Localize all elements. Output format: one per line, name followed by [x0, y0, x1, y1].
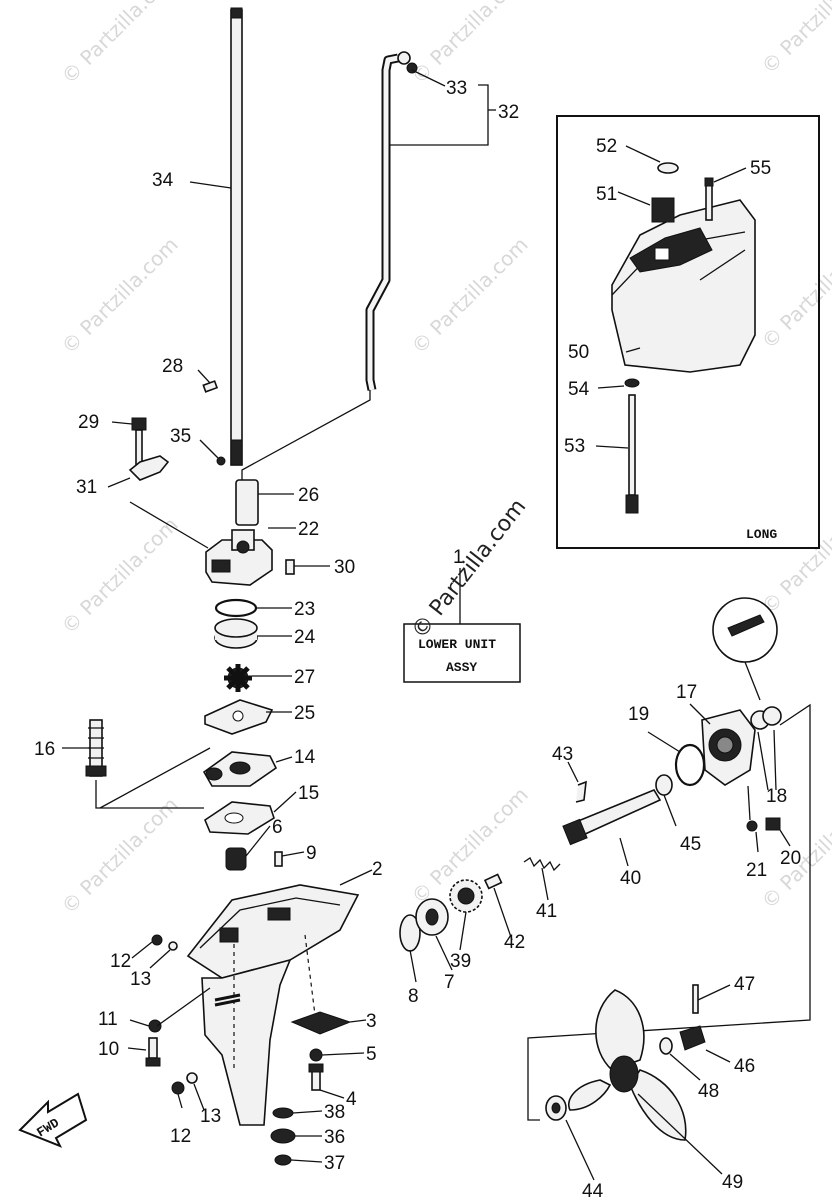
part-number: 46 [734, 1056, 755, 1077]
part-number: 43 [552, 744, 573, 765]
assembly-line1: LOWER UNIT [418, 637, 496, 652]
part-number: 55 [750, 158, 771, 179]
watermark: © Partzilla.com [57, 792, 183, 918]
watermark: © Partzilla.com [57, 0, 183, 89]
part-number: 27 [294, 667, 315, 688]
part-number: 3 [366, 1011, 377, 1032]
assembly-label: LOWER UNIT ASSY 1 © Partzilla.com [403, 495, 531, 683]
part-number: 17 [676, 682, 697, 703]
part-number: 30 [334, 557, 355, 578]
part-number: 29 [78, 412, 99, 433]
part-number: 31 [76, 477, 97, 498]
part-number: 40 [620, 868, 641, 889]
part-number: 54 [568, 379, 590, 400]
part-number: 33 [446, 78, 467, 99]
watermark: © Partzilla.com [407, 495, 531, 644]
long-shaft-inset [556, 115, 820, 549]
assembly-line2: ASSY [446, 660, 477, 675]
inset-label: LONG [746, 527, 777, 542]
watermark: © Partzilla.com [757, 227, 832, 353]
part-number: 12 [170, 1126, 191, 1147]
bearing-housing [701, 709, 756, 786]
watermark: © Partzilla.com [757, 0, 832, 79]
part-number: 49 [722, 1172, 743, 1193]
propeller [568, 989, 687, 1141]
part-number: 8 [408, 986, 419, 1007]
part-number: 50 [568, 342, 589, 363]
part-number: 20 [780, 848, 801, 869]
lower-casing [186, 884, 360, 1126]
watermark: © Partzilla.com [757, 492, 832, 618]
watermark: © Partzilla.com [407, 232, 533, 358]
part-number: 24 [294, 627, 316, 648]
part-number: 11 [98, 1009, 118, 1030]
fwd-arrow: FWD [18, 1092, 88, 1148]
part-number: 53 [564, 436, 585, 457]
part-number: 36 [324, 1127, 345, 1148]
leader-lines [62, 145, 791, 1181]
part-number: 51 [596, 184, 617, 205]
watermark: © Partzilla.com [57, 232, 183, 358]
part-number: 41 [536, 901, 557, 922]
part-number: 47 [734, 974, 755, 995]
part-number: 45 [680, 834, 701, 855]
part-number: 4 [346, 1089, 357, 1110]
part-number: 18 [766, 786, 787, 807]
part-number: 26 [298, 485, 319, 506]
pinion-gear [449, 879, 483, 913]
part-number: 1 [453, 547, 464, 568]
part-number: 12 [110, 951, 131, 972]
part-number: 2 [372, 859, 383, 880]
part-number: 19 [628, 704, 649, 725]
part-number: 22 [298, 519, 319, 540]
part-number: 10 [98, 1039, 119, 1060]
part-number: 32 [498, 102, 519, 123]
part-number: 42 [504, 932, 525, 953]
part-number: 9 [306, 843, 317, 864]
impeller [224, 664, 252, 692]
part-number: 14 [294, 747, 316, 768]
watermark: © Partzilla.com [407, 0, 533, 89]
part-number: 13 [200, 1106, 221, 1127]
part-number: 23 [294, 599, 315, 620]
grommet-16 [85, 719, 107, 777]
part-number: 39 [450, 951, 471, 972]
part-number: 6 [272, 817, 283, 838]
part-number: 28 [162, 356, 183, 377]
propeller-shaft [562, 788, 662, 846]
watermark: © Partzilla.com [57, 512, 183, 638]
part-number: 52 [596, 136, 617, 157]
part-number: 34 [152, 170, 174, 191]
part-labels: 34 33 32 28 29 35 31 26 22 30 23 24 27 2… [34, 78, 801, 1200]
part-number: 35 [170, 426, 191, 447]
part-number: 7 [444, 972, 455, 993]
part-number: 37 [324, 1153, 345, 1174]
part-number: 48 [698, 1081, 719, 1102]
part-number: 5 [366, 1044, 377, 1065]
part-number: 21 [746, 860, 767, 881]
part-number: 15 [298, 783, 319, 804]
part-number: 38 [324, 1102, 345, 1123]
watermarks: © Partzilla.com © Partzilla.com © Partzi… [57, 0, 832, 919]
part-number: 13 [130, 969, 151, 990]
part-number: 44 [582, 1181, 604, 1200]
drive-shaft [230, 7, 243, 466]
part-number: 16 [34, 739, 55, 760]
part-number: 25 [294, 703, 315, 724]
